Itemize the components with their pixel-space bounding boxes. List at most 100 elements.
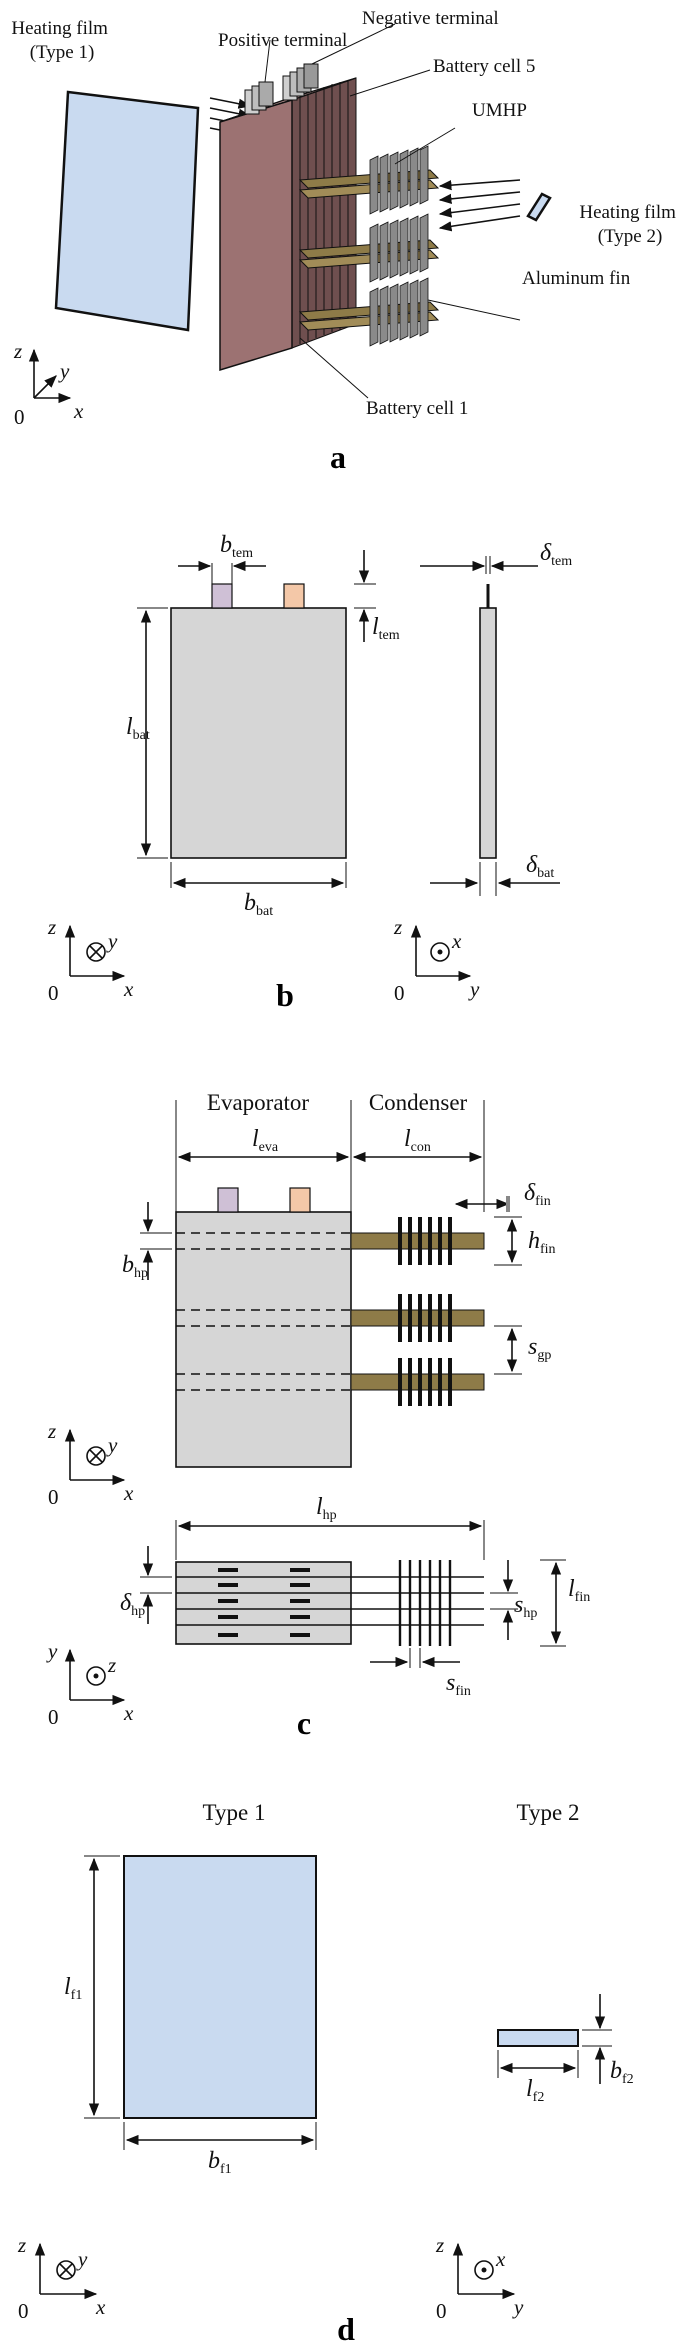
l-f1-label: lf1 <box>64 1974 82 2003</box>
svg-text:0: 0 <box>48 1485 59 1509</box>
heat-flow-arrows-right <box>438 179 521 232</box>
s-gp-label: sgp <box>528 1334 551 1363</box>
evaporator-label: Evaporator <box>207 1090 310 1115</box>
svg-text:x: x <box>73 399 84 423</box>
battery-front-view <box>170 607 347 859</box>
svg-text:z: z <box>13 339 22 363</box>
svg-text:z: z <box>47 915 56 939</box>
battery-pack-3d <box>219 63 357 372</box>
panel-b-axes-front: z y x 0 <box>47 915 134 1005</box>
negative-terminal-2d <box>283 583 305 609</box>
svg-text:x: x <box>451 929 462 953</box>
condenser-fins-top <box>398 1560 452 1646</box>
svg-text:y: y <box>106 1433 118 1457</box>
s-hp-label: shp <box>514 1592 537 1621</box>
l-eva-label: leva <box>252 1126 279 1155</box>
panel-a-leaders <box>264 23 521 399</box>
l-fin-label: lfin <box>568 1576 590 1605</box>
l-con-label: lcon <box>404 1126 431 1155</box>
svg-text:y: y <box>76 2247 88 2271</box>
svg-text:y: y <box>58 359 70 383</box>
b-f1-label: bf1 <box>208 2148 232 2177</box>
delta-fin-label: δfin <box>524 1180 551 1209</box>
svg-text:z: z <box>393 915 402 939</box>
panel-d-letter: d <box>337 2311 355 2347</box>
evaporator-top-view <box>175 1561 352 1645</box>
heating-film-type1-sheet <box>54 90 200 332</box>
panel-a: Heating film (Type 1) <box>11 8 680 475</box>
svg-text:z: z <box>435 2233 444 2257</box>
svg-text:z: z <box>17 2233 26 2257</box>
h-fin-label: hfin <box>528 1228 556 1257</box>
panel-c-axes-top: y z x 0 <box>46 1639 134 1729</box>
svg-text:y: y <box>468 977 480 1001</box>
delta-tem-label: δtem <box>540 540 572 569</box>
l-hp-label: lhp <box>316 1494 337 1523</box>
negative-terminal-label: Negative terminal <box>362 8 499 29</box>
b-f2-label: bf2 <box>610 2058 634 2087</box>
umhp-fin-assembly <box>298 145 552 347</box>
panel-b-letter: b <box>276 977 294 1013</box>
svg-text:z: z <box>107 1653 116 1677</box>
b-hp-label: bhp <box>122 1252 148 1281</box>
positive-terminal-2d <box>211 583 233 609</box>
type2-label: Type 2 <box>517 1800 580 1825</box>
battery-cell-1-face <box>219 98 293 372</box>
svg-text:x: x <box>95 2295 106 2319</box>
l-tem-label: ltem <box>372 614 400 643</box>
panel-d-axes-right: z x y 0 <box>435 2233 524 2323</box>
heating-film-type2-label: Heating film (Type 2) <box>579 202 680 247</box>
battery-cell-1-label: Battery cell 1 <box>366 398 468 419</box>
evaporator-front-view <box>175 1211 352 1468</box>
delta-hp-label: δhp <box>120 1590 145 1619</box>
svg-text:0: 0 <box>18 2299 29 2323</box>
aluminum-fin-label: Aluminum fin <box>522 268 631 289</box>
b-tem-label: btem <box>220 532 253 561</box>
heating-film-type2-sheet <box>526 192 552 222</box>
condenser-label: Condenser <box>369 1090 468 1115</box>
s-fin-label: sfin <box>446 1670 471 1699</box>
panel-b-axes-side: z x y 0 <box>393 915 480 1005</box>
svg-text:0: 0 <box>48 981 59 1005</box>
l-f2-label: lf2 <box>526 2076 544 2105</box>
svg-text:x: x <box>123 977 134 1001</box>
svg-text:0: 0 <box>14 405 25 429</box>
type1-label: Type 1 <box>203 1800 266 1825</box>
svg-text:y: y <box>106 929 118 953</box>
svg-text:z: z <box>47 1419 56 1443</box>
aluminum-fins <box>369 145 429 347</box>
condenser-heat-pipes <box>350 1232 485 1391</box>
panel-d-axes-left: z y x 0 <box>17 2233 106 2323</box>
svg-text:x: x <box>123 1701 134 1725</box>
b-bat-label: bbat <box>244 890 273 919</box>
heating-film-type1-label: Heating film (Type 1) <box>11 18 112 63</box>
panel-c: Evaporator Condenser leva lcon <box>46 1090 590 1741</box>
heating-film-type1-2d <box>123 1855 317 2119</box>
panel-d: Type 1 Type 2 lf1 bf1 bf2 lf2 <box>17 1800 634 2347</box>
positive-terminal-label: Positive terminal <box>218 30 347 51</box>
panel-a-axes: z y x 0 <box>13 339 84 429</box>
svg-text:y: y <box>512 2295 524 2319</box>
panel-a-letter: a <box>330 439 346 475</box>
svg-text:0: 0 <box>48 1705 59 1729</box>
panel-b: btem ltem lbat bbat δtem δbat <box>47 532 572 1013</box>
svg-text:0: 0 <box>394 981 405 1005</box>
svg-text:x: x <box>123 1481 134 1505</box>
svg-text:y: y <box>46 1639 58 1663</box>
positive-terminal-stack <box>244 81 274 115</box>
cell-separators-top <box>176 1576 484 1626</box>
delta-bat-label: δbat <box>526 852 554 881</box>
svg-text:0: 0 <box>436 2299 447 2323</box>
terminal-marks-top <box>218 1568 310 1637</box>
panel-c-axes-front: z y x 0 <box>47 1419 134 1509</box>
panel-c-letter: c <box>297 1705 311 1741</box>
battery-cell-5-label: Battery cell 5 <box>433 56 535 77</box>
negative-terminal-stack <box>282 63 319 101</box>
svg-text:x: x <box>495 2247 506 2271</box>
l-bat-label: lbat <box>126 714 150 743</box>
heating-film-type2-2d <box>497 2029 579 2047</box>
umhp-label: UMHP <box>472 100 527 121</box>
condenser-fins-front <box>398 1217 452 1406</box>
battery-side-view <box>479 607 497 859</box>
